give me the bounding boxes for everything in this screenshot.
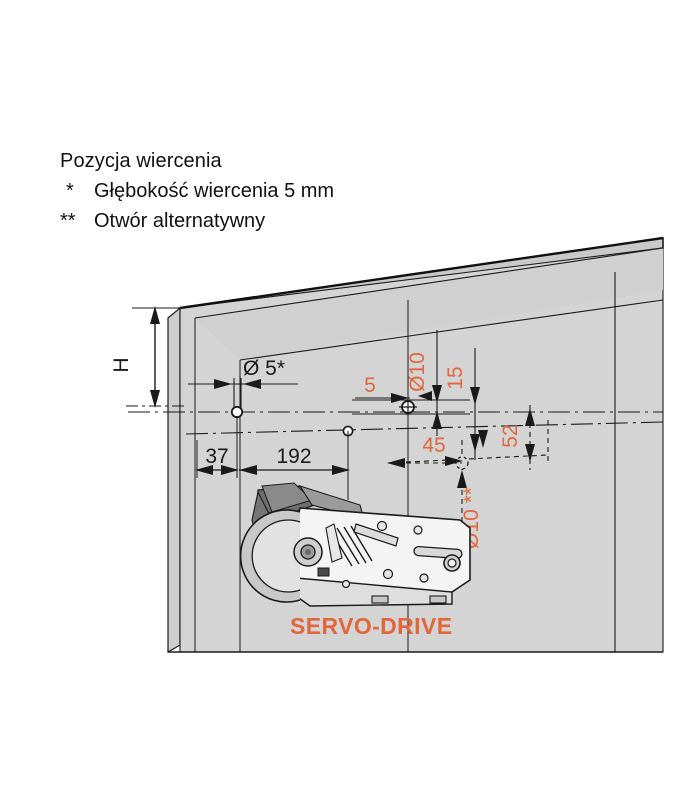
- servo-drive-brand-label: SERVO-DRIVE: [290, 613, 452, 639]
- legend-item-drill-depth: * Głębokość wiercenia 5 mm: [60, 176, 480, 206]
- dimension-label-15: 15: [444, 366, 467, 389]
- dim192-arrow-right: [332, 465, 350, 475]
- mechanism-link-arm: [353, 523, 399, 547]
- dim37-arrow-left: [195, 465, 213, 475]
- legend-marker-double-asterisk: **: [60, 210, 76, 232]
- servo-drive-mechanism: [239, 482, 471, 607]
- cabinet-top-underside: [195, 248, 663, 360]
- mechanism-hole-f-inner: [447, 558, 457, 568]
- drill-hole-left: [230, 405, 244, 419]
- alt-arrow-down-left: [478, 430, 488, 448]
- legend-text-alternative-hole: Otwór alternatywny: [94, 210, 266, 232]
- dim52-arrow-bottom: [525, 444, 535, 462]
- dimension-dia-5-star: Ø 5*: [188, 357, 298, 412]
- centerline-lower-horizontal: [185, 421, 664, 435]
- legend-marker-single-asterisk: *: [66, 180, 74, 202]
- dimension-label-192: 192: [276, 445, 311, 468]
- mechanism-tab-left: [317, 567, 330, 577]
- dimension-37-192: 37 192: [195, 416, 350, 478]
- mechanism-tab-mid: [371, 595, 389, 604]
- cabinet-left-edge-panel: [167, 306, 181, 654]
- dia10-arrow-top: [432, 385, 442, 403]
- mechanism-gear-arc-inner: [251, 519, 301, 593]
- dimension-height-h: H: [110, 306, 186, 408]
- alt-arrow-up-left: [457, 470, 467, 488]
- dim45-arrow-right: [445, 456, 463, 466]
- cabinet-top-inner-edge: [194, 247, 664, 319]
- legend-text-drill-depth: Głębokość wiercenia 5 mm: [94, 180, 335, 202]
- mechanism-hole-d: [419, 573, 429, 583]
- dimension-group-orange-top: 5 Ø10 15: [352, 300, 480, 652]
- mechanism-hole-e: [341, 579, 351, 589]
- dimension-label-dia-5-star: Ø 5*: [243, 357, 285, 380]
- dim52-arrow-top: [525, 408, 535, 426]
- legend-title: Pozycja wiercenia: [60, 150, 222, 172]
- legend-block: Pozycja wiercenia * Głębokość wiercenia …: [60, 146, 480, 236]
- dimension-label-5: 5: [364, 374, 376, 397]
- dim45-arrow-left: [387, 458, 405, 468]
- centerlines: [128, 411, 664, 435]
- dia10-arrow-bottom: [432, 411, 442, 429]
- mechanism-gear-hub-core: [305, 549, 311, 555]
- mechanism-hole-b: [413, 525, 423, 535]
- dim15-arrow-top: [470, 387, 480, 405]
- cabinet-outer-top-highlight: [179, 236, 664, 310]
- dim5-arrow-left-outer: [418, 391, 432, 401]
- dimension-group-alternative-hole: 45 52 Ø10 **: [387, 405, 549, 549]
- mechanism-hole-c: [382, 568, 394, 580]
- dimension-label-52: 52: [499, 424, 522, 447]
- dim192-arrow-left: [239, 465, 257, 475]
- legend-item-alternative-hole: ** Otwór alternatywny: [60, 206, 480, 236]
- h-arrow-top: [150, 306, 160, 324]
- dimension-label-h: H: [110, 357, 133, 372]
- dia5-arrow-left: [214, 379, 232, 389]
- dimension-label-37: 37: [205, 445, 228, 468]
- dimension-label-dia-10: Ø10: [406, 352, 429, 392]
- mechanism-hole-a: [376, 520, 388, 532]
- h-arrow-bottom: [150, 390, 160, 408]
- dia5-arrow-right: [243, 379, 261, 389]
- mechanism-tab-right: [429, 595, 447, 604]
- dimension-label-45: 45: [422, 434, 445, 457]
- dim15-arrow-bottom: [470, 434, 480, 452]
- dim37-arrow-right: [221, 465, 239, 475]
- cabinet-top-underside-edge: [239, 299, 664, 361]
